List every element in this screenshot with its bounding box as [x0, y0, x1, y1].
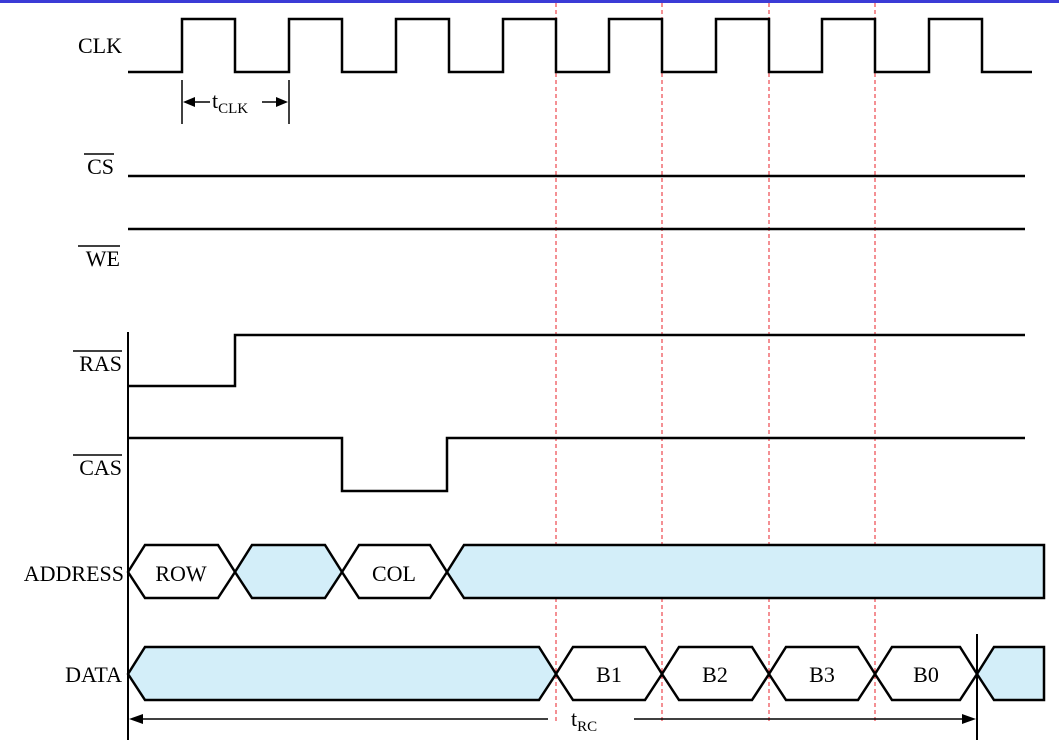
signal-label-we: WE: [86, 246, 120, 271]
address-bus: [126, 543, 1046, 600]
ras-waveform: [128, 333, 1025, 388]
tclk-label: tCLK: [212, 88, 248, 117]
data-segment-label: B1: [596, 662, 622, 687]
data-segment-label: B0: [913, 662, 939, 687]
top-border: [0, 0, 1059, 3]
data-segment-label: B2: [702, 662, 728, 687]
trc-dimension: [129, 714, 976, 724]
tclk-dimension: [181, 80, 290, 124]
data-segment: [126, 645, 558, 702]
address-segment: [233, 543, 344, 600]
signal-label-cs: CS: [87, 154, 114, 179]
address-segment-label: ROW: [155, 561, 207, 586]
signal-label-ras: RAS: [79, 351, 122, 376]
signal-label-address: ADDRESS: [24, 561, 124, 586]
trc-label: tRC: [571, 706, 597, 735]
address-segment-label: COL: [372, 561, 416, 586]
signal-label-data: DATA: [65, 662, 122, 687]
signal-label-clk: CLK: [78, 33, 122, 58]
data-segment-label: B3: [809, 662, 835, 687]
data-segment: [975, 645, 1046, 702]
address-segment: [445, 543, 1046, 600]
cas-waveform: [128, 436, 1025, 493]
signal-label-cas: CAS: [79, 455, 122, 480]
guide-lines: [555, 3, 876, 722]
clk-waveform: [128, 17, 1032, 74]
data-bus: [126, 645, 1046, 702]
